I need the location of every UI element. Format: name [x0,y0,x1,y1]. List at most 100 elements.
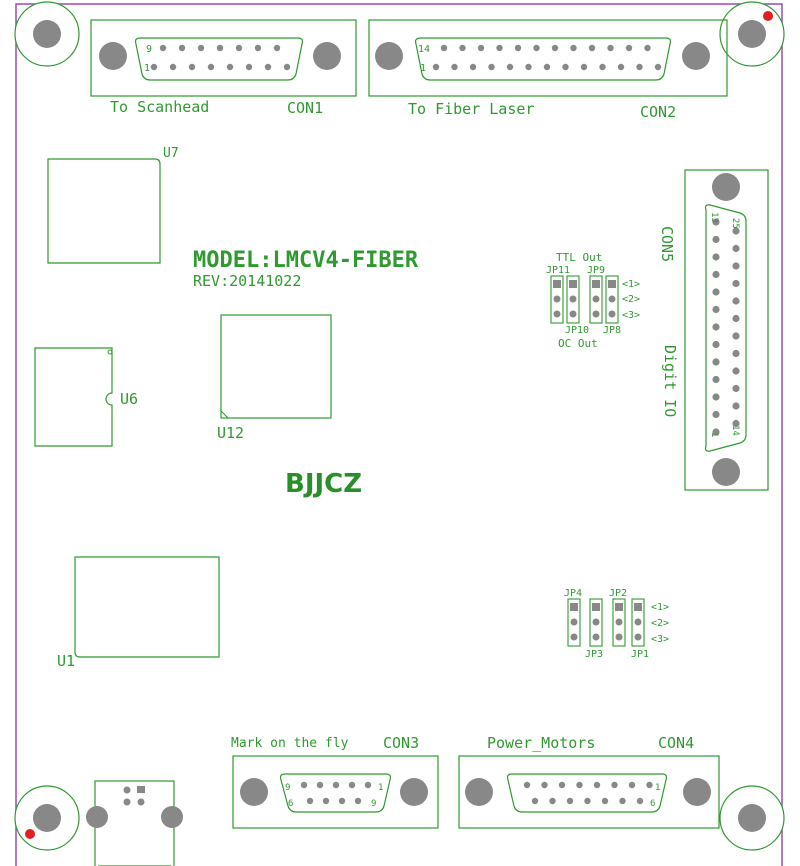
con1-pin [254,44,262,52]
con2-pin [440,44,448,52]
top-jumper-pin-square [608,280,616,288]
con1-pin [216,44,224,52]
bottom-jumper-pin [592,633,600,641]
top-jumper-pin [608,310,616,318]
con2-pin-14-label: 14 [418,44,430,55]
con1-connector: 9 1 To Scanhead CON1 [90,19,357,117]
bottom-jumper-pin [592,618,600,626]
top-jumper-outline [589,275,603,324]
con2-label: To Fiber Laser [408,100,534,118]
con5-pin [712,393,720,401]
con5-pin [732,279,740,288]
mount-hole-bottom-left [14,785,80,851]
usb-connector [86,780,183,866]
con1-pin [150,63,158,71]
bottom-jumper-pin [570,633,578,641]
con3-pin-9b-label: 9 [371,799,376,809]
bottom-jumper-outline [567,598,581,647]
top-jumper-pin [592,310,600,318]
con2-pin [477,44,485,52]
top-jumper-pin [569,295,577,303]
con2-pin [533,44,540,52]
con5-pin [732,227,740,235]
rev-label: REV:20141022 [193,272,301,290]
jumper-b-pos3-label: <3> [651,634,669,645]
con2-pin [570,44,577,52]
con5-pin [732,349,740,358]
top-jumper-pin [592,295,600,303]
con2-pin [551,44,559,52]
con3-pin [316,781,324,789]
con4-pin [549,797,556,805]
jumper-jp9-label: JP9 [587,265,605,276]
con5-pin [732,384,740,393]
con3-pin [354,797,362,805]
board-outline [15,3,783,866]
con1-pin [159,44,167,52]
top-jumper-pin-square [569,280,577,288]
con2-pin [488,63,495,71]
con2-connector: 14 1 To Fiber Laser CON2 [368,19,728,121]
con4-pin [523,781,531,789]
jumper-pos3-label: <3> [622,310,640,321]
con5-pin-1-label: 1 [709,432,719,437]
con3-pin-1-label: 1 [378,783,383,793]
con1-pin [264,63,272,71]
con5-pin-25-label: 25 [730,218,740,229]
con5-pin [712,288,720,296]
bottom-jumper-pin [615,618,623,626]
con5-pin [712,270,720,279]
con3-pin-6-label: 6 [288,799,293,809]
mount-hole-top-left [14,1,80,67]
con5-pin [712,323,720,331]
jumper-jp1-label: JP1 [631,649,649,660]
con1-pin [178,44,186,52]
con2-pin [506,63,514,71]
jumper-b-pos2-label: <2> [651,618,669,629]
con2-ref: CON2 [640,103,676,121]
con5-pin [732,332,740,340]
con5-pin [732,244,740,253]
con2-pin [469,63,477,71]
con1-pin [273,44,281,52]
jumper-jp8-label: JP8 [603,325,621,336]
con4-pin [566,797,574,805]
con5-pin-14-label: 14 [730,425,740,436]
jumper-jp4-label: JP4 [564,588,582,599]
bottom-jumper-pin [634,633,642,641]
jumper-b-pos1-label: <1> [651,602,669,613]
jumper-jp11-label: JP11 [546,265,570,276]
con5-pin [712,358,720,366]
con5-pin [732,402,740,410]
jumper-block-bottom: JP4 JP2 <1> <2> <3> JP3 JP1 [564,588,669,660]
con2-pin [451,63,458,71]
chip-u6: U6 [34,347,138,447]
con4-pin [619,797,626,805]
bottom-jumper-outline [589,598,603,647]
con2-pin-1-label: 1 [420,63,426,74]
con5-pin [732,297,740,305]
con4-pin [636,797,644,805]
con3-pin [332,781,340,789]
con3-pin [300,781,308,789]
con3-pin [364,781,372,789]
jumper-jp2-label: JP2 [609,588,627,599]
mount-hole-top-right [719,1,785,67]
con5-pin [712,428,720,436]
con5-pin [732,314,740,323]
con2-pin [599,63,606,71]
con5-pin [712,235,720,244]
con4-pin-6-label: 6 [650,799,655,809]
top-jumper-pin [553,310,561,318]
con2-pin [580,63,588,71]
con2-pin [644,44,651,52]
mount-hole-bottom-right [719,785,785,851]
con3-pin [348,781,356,789]
con4-pin [628,781,636,789]
con5-pin [732,262,740,270]
con5-label: Digit IO [661,345,679,417]
top-jumper-outline [566,275,580,324]
con4-pin [531,797,539,805]
con1-pin [283,63,291,71]
